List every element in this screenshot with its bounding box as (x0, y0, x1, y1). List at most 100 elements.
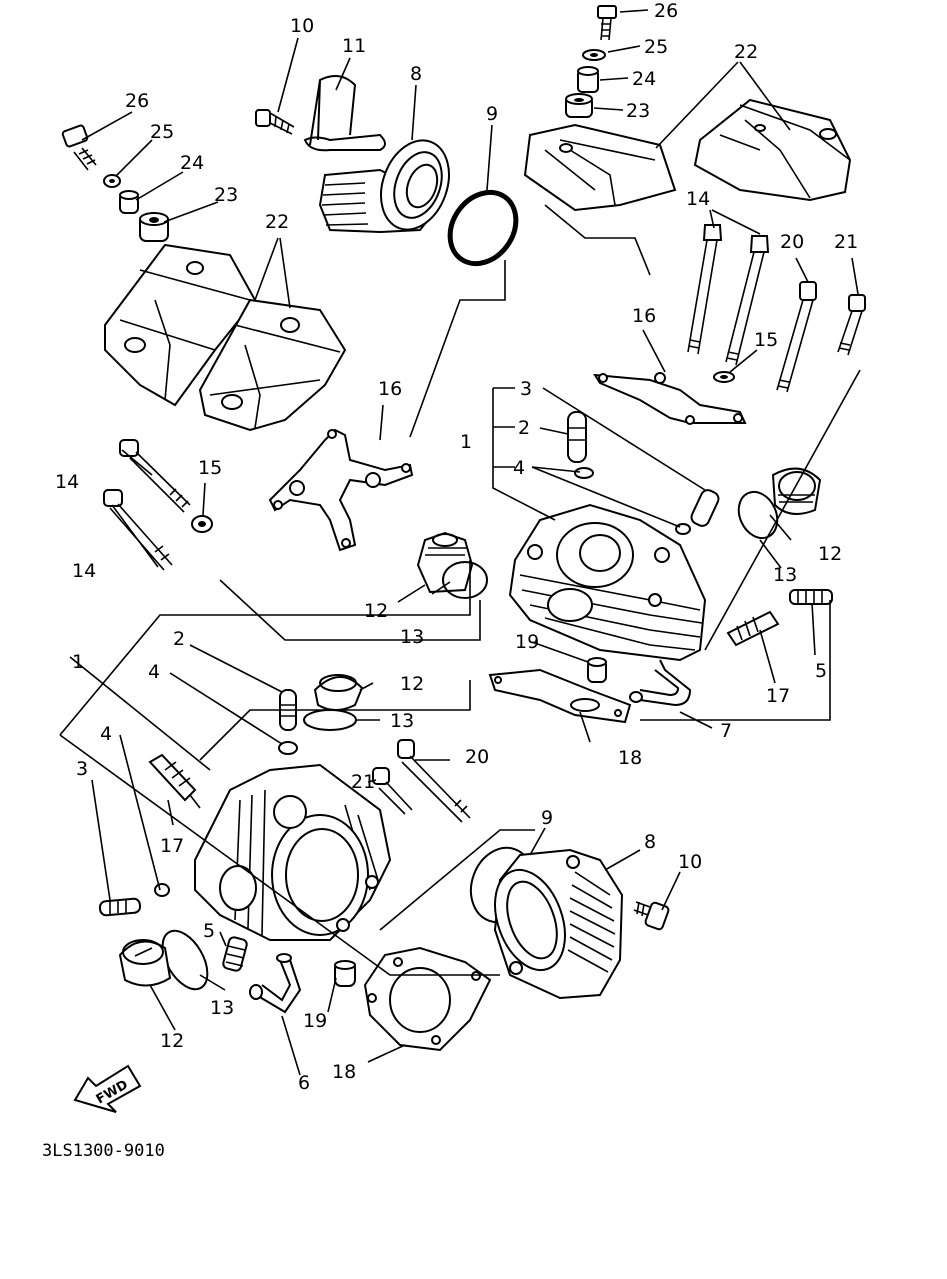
o-ring-9-upper (447, 189, 519, 267)
callout-13-upper-right: 13 (773, 564, 797, 586)
clip-4-upper (574, 467, 594, 479)
plug-12-lower-left (118, 939, 172, 987)
callout-14-upper: 14 (686, 188, 710, 210)
grommet-23-left (139, 212, 169, 242)
callout-1-lower: 1 (72, 651, 84, 673)
spark-plug-17-lower (148, 753, 201, 809)
callout-5-upper: 5 (815, 660, 827, 682)
callout-16-left: 16 (378, 378, 402, 400)
callout-10-lower: 10 (678, 851, 702, 873)
callout-8-upper: 8 (410, 63, 422, 85)
head-cover-22-left-front (198, 298, 347, 432)
callout-2-upper: 2 (518, 417, 530, 439)
bolt-14-upper-a (687, 224, 723, 355)
callout-5-lower: 5 (203, 920, 215, 942)
callout-14-left-a: 14 (55, 471, 79, 493)
valve-guide-3-upper (690, 489, 720, 527)
callout-13-center: 13 (400, 626, 424, 648)
callout-15-left: 15 (198, 457, 222, 479)
callout-16-upper: 16 (632, 305, 656, 327)
callout-22-upper: 22 (734, 41, 758, 63)
callout-12-upper-right: 12 (818, 543, 842, 565)
plug-12-lower-center (313, 674, 364, 711)
bracket-16-left (268, 428, 414, 552)
pipe-6 (249, 953, 302, 1014)
callout-12-lower-left: 12 (160, 1030, 184, 1052)
clip-4-lower-b (154, 883, 170, 897)
bolt-26-left (61, 124, 97, 171)
callout-1-upper: 1 (460, 431, 472, 453)
cylinder-head-rear (508, 503, 707, 662)
head-cover-22-left-rear (104, 243, 257, 407)
callout-labels: 26 25 24 23 22 10 11 8 9 26 25 24 23 22 … (55, 0, 858, 1094)
assembly-bracket-lines (59, 204, 861, 976)
gasket-18-upper (488, 668, 632, 724)
callout-9-upper: 9 (486, 103, 498, 125)
callout-23-left: 23 (214, 184, 238, 206)
grommet-23-upper (565, 93, 593, 118)
callout-26-upper: 26 (654, 0, 678, 22)
callout-14-left-b: 14 (72, 560, 96, 582)
carb-joint-8-lower (493, 848, 624, 1000)
bolt-14-left-b (103, 489, 173, 571)
fwd-arrow-icon (73, 1064, 142, 1113)
bolt-20-lower (397, 739, 471, 823)
dowel-19-upper (587, 657, 607, 683)
callout-24-left: 24 (180, 152, 204, 174)
carb-joint-8-upper (318, 139, 450, 234)
head-cover-22-upper-left (523, 123, 677, 212)
bolt-20-upper (776, 281, 817, 393)
callout-4-lower: 4 (148, 661, 160, 683)
clip-4-lower (278, 741, 298, 755)
callout-4-lower-b: 4 (100, 723, 112, 745)
callout-8-lower: 8 (644, 831, 656, 853)
callout-18-lower: 18 (332, 1061, 356, 1083)
callout-23-upper: 23 (626, 100, 650, 122)
bracket-16-upper (593, 372, 747, 425)
o-ring-13-center (442, 561, 488, 599)
callout-3-lower: 3 (76, 758, 88, 780)
head-cover-22-upper-right (693, 98, 852, 202)
washer-15-left-hole (198, 521, 206, 527)
callout-18-upper: 18 (618, 747, 642, 769)
dowel-19-lower (334, 960, 356, 987)
callout-6: 6 (298, 1072, 310, 1094)
callout-3-upper: 3 (520, 378, 532, 400)
bolt-14-left-a (119, 439, 191, 513)
valve-guide-2-upper (567, 411, 587, 463)
washer-25-upper-hole (590, 53, 598, 57)
callout-26-left: 26 (125, 90, 149, 112)
callout-20-upper: 20 (780, 231, 804, 253)
pipe-7 (629, 659, 692, 707)
bolt-14-upper-b (725, 235, 770, 366)
callout-21-lower: 21 (351, 771, 375, 793)
cylinder-head-front (194, 763, 392, 941)
callout-24-upper: 24 (632, 68, 656, 90)
callout-25-left: 25 (150, 121, 174, 143)
stud-5-lower (222, 936, 248, 972)
collar-24-upper (577, 66, 599, 93)
o-ring-13-lower-center (303, 709, 357, 731)
callout-22-left: 22 (265, 211, 289, 233)
callout-12-center: 12 (364, 600, 388, 622)
bolt-26-upper (597, 5, 617, 41)
joint-11 (303, 75, 386, 152)
callout-10-upper: 10 (290, 15, 314, 37)
gasket-18-lower (363, 946, 492, 1052)
bolt-21-lower (372, 767, 413, 815)
callout-19-lower: 19 (303, 1010, 327, 1032)
callout-11: 11 (342, 35, 366, 57)
washer-15-upper-hole (720, 375, 728, 379)
leader-lines (69, 9, 859, 1076)
callout-2-lower: 2 (173, 628, 185, 650)
callout-4-upper: 4 (513, 457, 525, 479)
callout-20-lower: 20 (465, 746, 489, 768)
callout-19-upper: 19 (515, 631, 539, 653)
callout-12-lower-center: 12 (400, 673, 424, 695)
callout-15-upper: 15 (754, 329, 778, 351)
diagram-code: 3LS1300-9010 (42, 1141, 165, 1161)
callout-7: 7 (720, 720, 732, 742)
spark-plug-17-upper (726, 610, 780, 647)
